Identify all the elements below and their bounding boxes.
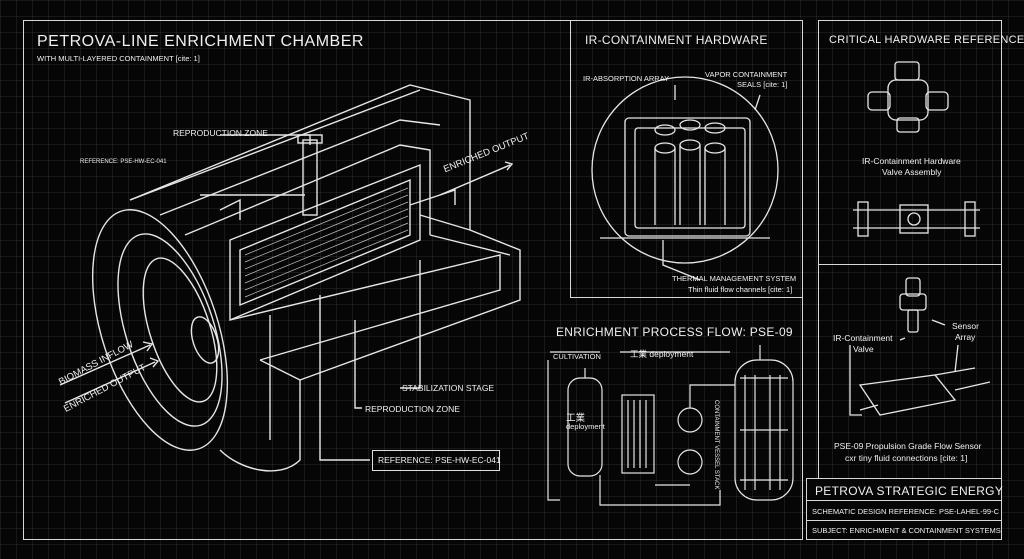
flow-tank-label-2: deployment xyxy=(566,422,605,431)
ir-thermal-label-2: Thin fluid flow channels [cite: 1] xyxy=(688,285,793,294)
valve-assembly-label-1: IR-Containment Hardware xyxy=(862,156,961,166)
cutaway-window xyxy=(229,163,421,322)
ir-thermal-label-1: THERMAL MANAGEMENT SYSTEM xyxy=(672,274,797,283)
flow-sensor-label-2: cxr tiny fluid connections [cite: 1] xyxy=(845,453,968,463)
title-block xyxy=(806,478,1002,540)
schematic-reference: SCHEMATIC DESIGN REFERENCE: PSE-LAHEL-99… xyxy=(812,507,999,516)
ir-absorption-label: IR-ABSORPTION ARRAY xyxy=(583,74,670,83)
label-reproduction-zone-top: REPRODUCTION ZONE xyxy=(173,128,268,138)
flow-title: ENRICHMENT PROCESS FLOW: PSE-09 xyxy=(556,325,793,339)
title-block-divider-2 xyxy=(806,520,1002,521)
ir-vapor-label-1: VAPOR CONTAINMENT xyxy=(705,70,788,79)
valve-section-view xyxy=(853,209,980,229)
title-block-divider-1 xyxy=(806,500,1002,501)
sensor-label-1: Sensor xyxy=(952,321,979,331)
reference-box xyxy=(372,450,500,471)
flow-cultivation: CULTIVATION xyxy=(553,352,601,361)
sensor-label-2: Array xyxy=(955,332,976,342)
ir-detail-circle xyxy=(591,76,779,264)
main-title: PETROVA-LINE ENRICHMENT CHAMBER xyxy=(37,33,364,50)
valve-assembly-top xyxy=(894,61,920,81)
valve-assembly-label-2: Valve Assembly xyxy=(882,167,942,177)
label-stabilization-stage: STABILIZATION STAGE xyxy=(402,383,495,393)
flow-deployment-label: 工業 deployment xyxy=(630,349,694,359)
company-name: PETROVA STRATEGIC ENERGY xyxy=(815,484,1004,498)
flow-vertical-text: CONTAINMENT VESSEL STACK xyxy=(713,400,719,490)
critical-divider xyxy=(818,264,1002,265)
ir-title: IR-CONTAINMENT HARDWARE xyxy=(585,33,768,47)
reference-small: REFERENCE: PSE-HW-EC-041 xyxy=(80,159,167,165)
flow-sensor xyxy=(858,374,957,416)
flow-tank-label-1: 工業 xyxy=(566,413,586,424)
containment-valve xyxy=(905,277,921,297)
ir-vapor-label-2: SEALS [cite: 1] xyxy=(737,80,788,89)
valve-label-2: Valve xyxy=(853,344,874,354)
valve-label-1: IR-Containment xyxy=(833,333,893,343)
label-reproduction-zone-bottom: REPRODUCTION ZONE xyxy=(365,404,460,414)
subject-line: SUBJECT: ENRICHMENT & CONTAINMENT SYSTEM… xyxy=(812,526,1001,535)
flow-sensor-label-1: PSE-09 Propulsion Grade Flow Sensor xyxy=(834,441,982,451)
main-subtitle: WITH MULTI-LAYERED CONTAINMENT [cite: 1] xyxy=(37,54,200,63)
critical-title: CRITICAL HARDWARE REFERENCE xyxy=(829,34,1024,46)
vessel-stack xyxy=(734,359,794,501)
reference-box-text: REFERENCE: PSE-HW-EC-041 xyxy=(378,455,501,465)
ir-panel xyxy=(570,20,803,298)
end-cap-outer-ring xyxy=(91,209,229,451)
